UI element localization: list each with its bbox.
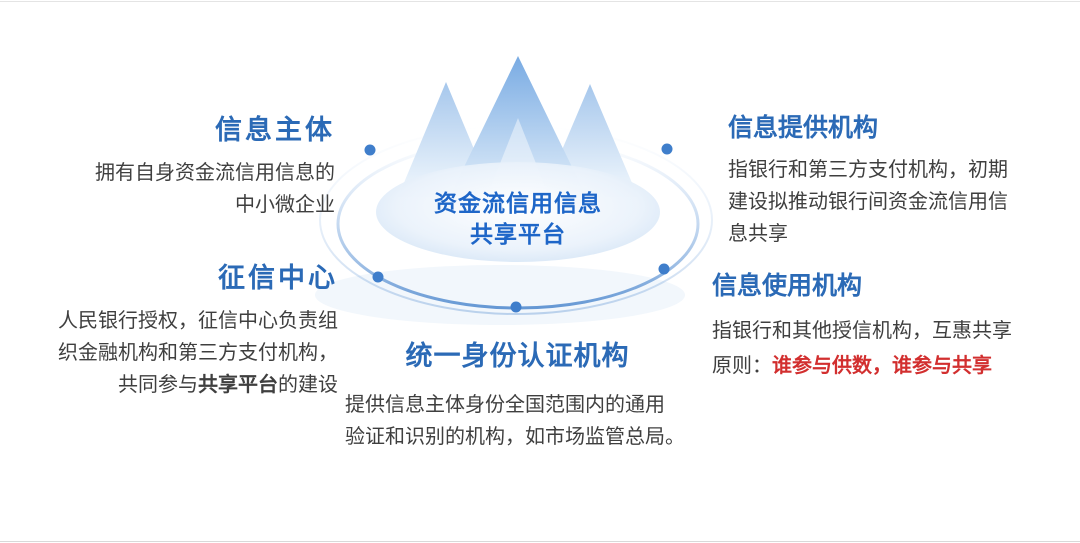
mountain-left-icon <box>398 82 494 197</box>
node-dot-bottom-right <box>658 263 670 275</box>
body-text: 共同参与 <box>118 374 198 396</box>
body-line: 验证和识别的机构，如市场监管总局。 <box>345 426 685 448</box>
platform-title-line1: 资金流信用信息 <box>434 190 602 216</box>
soft-shadow <box>315 265 685 325</box>
section-info-provider: 信息提供机构 指银行和第三方支付机构，初期 建设拟推动银行间资金流信用信 息共享 <box>728 108 1068 250</box>
section-credit-center-title: 征信中心 <box>218 263 338 293</box>
body-line: 人民银行授权，征信中心负责组 <box>58 310 338 332</box>
mountain-main-icon <box>446 56 590 204</box>
section-info-user-body: 指银行和其他授信机构，互惠共享 原则：谁参与供数，谁参与共享 <box>712 314 1062 384</box>
section-info-user-title: 信息使用机构 <box>712 272 863 300</box>
node-dot-top-left <box>364 144 376 156</box>
platform-title: 资金流信用信息 共享平台 <box>368 188 668 250</box>
body-line: 拥有自身资金流信用信息的 <box>95 162 335 184</box>
body-line: 指银行和第三方支付机构，初期 <box>728 159 1008 181</box>
body-line: 息共享 <box>728 223 788 245</box>
body-text: 的建设 <box>278 374 338 396</box>
section-credit-center: 征信中心 人民银行授权，征信中心负责组 织金融机构和第三方支付机构， 共同参与共… <box>18 256 338 401</box>
body-line: 织金融机构和第三方支付机构， <box>58 342 338 364</box>
body-line: 建设拟推动银行间资金流信用信 <box>728 191 1008 213</box>
node-dot-bottom-center <box>510 301 522 313</box>
section-info-subject-title: 信息主体 <box>215 115 335 145</box>
section-identity-auth: 统一身份认证机构 提供信息主体身份全国范围内的通用 验证和识别的机构，如市场监管… <box>345 334 690 453</box>
body-text-red: 谁参与供数，谁参与共享 <box>772 355 992 377</box>
section-info-provider-title: 信息提供机构 <box>728 114 879 142</box>
mountain-right-icon <box>542 84 638 197</box>
body-text-bold: 共享平台 <box>198 374 278 396</box>
top-divider <box>0 1 1080 2</box>
section-info-subject-body: 拥有自身资金流信用信息的 中小微企业 <box>35 157 335 221</box>
section-info-provider-body: 指银行和第三方支付机构，初期 建设拟推动银行间资金流信用信 息共享 <box>728 154 1068 250</box>
node-dot-top-right <box>661 143 673 155</box>
body-line: 共同参与共享平台的建设 <box>18 369 338 401</box>
section-identity-auth-title: 统一身份认证机构 <box>405 341 630 371</box>
section-info-subject: 信息主体 拥有自身资金流信用信息的 中小微企业 <box>35 108 335 221</box>
node-dot-bottom-left <box>372 271 384 283</box>
body-line: 提供信息主体身份全国范围内的通用 <box>345 394 665 416</box>
platform-title-line2: 共享平台 <box>470 221 566 247</box>
body-line: 指银行和其他授信机构，互惠共享 <box>712 320 1012 342</box>
body-line: 中小微企业 <box>235 194 335 216</box>
section-identity-auth-body: 提供信息主体身份全国范围内的通用 验证和识别的机构，如市场监管总局。 <box>345 389 690 453</box>
body-line: 原则：谁参与供数，谁参与共享 <box>712 349 1062 384</box>
bottom-divider <box>0 541 1080 542</box>
section-credit-center-body: 人民银行授权，征信中心负责组 织金融机构和第三方支付机构， 共同参与共享平台的建… <box>18 305 338 401</box>
section-info-user: 信息使用机构 指银行和其他授信机构，互惠共享 原则：谁参与供数，谁参与共享 <box>712 266 1062 384</box>
body-text: 原则： <box>712 355 772 377</box>
